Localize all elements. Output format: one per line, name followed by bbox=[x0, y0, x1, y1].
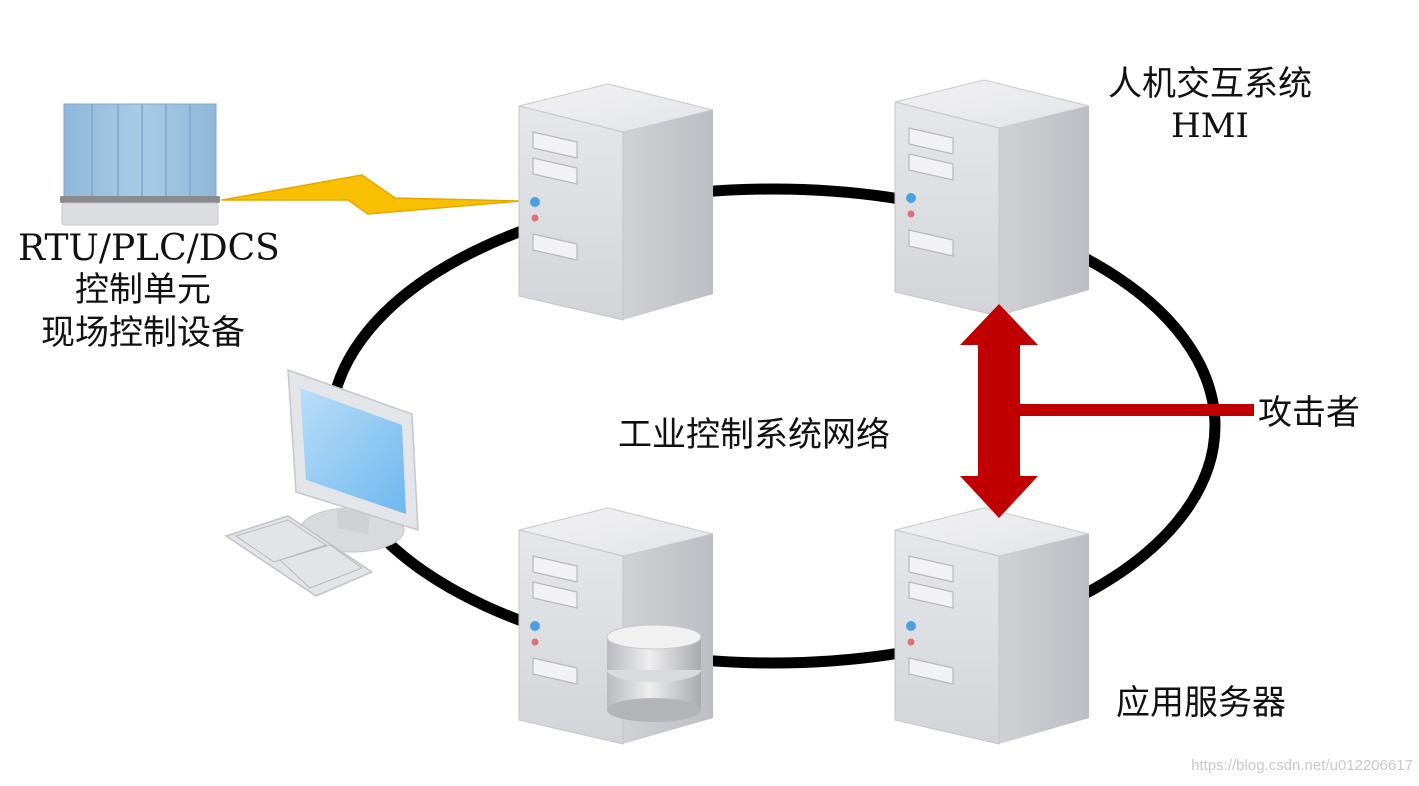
attack-path bbox=[960, 304, 1254, 518]
rtu-label: RTU/PLC/DCS 控制单元 现场控制设备 bbox=[18, 228, 280, 359]
app-server-icon bbox=[894, 507, 1090, 745]
field-controller-icon bbox=[60, 103, 220, 226]
rtu-label-line3: 现场控制设备 bbox=[41, 313, 245, 353]
arrow-down-icon bbox=[960, 476, 1038, 518]
hmi-label-line2: HMI bbox=[1171, 106, 1249, 146]
app-server-label: 应用服务器 bbox=[1116, 683, 1286, 723]
server-icon bbox=[518, 83, 714, 321]
network-label: 工业控制系统网络 bbox=[618, 415, 890, 455]
hmi-server-icon bbox=[894, 79, 1090, 317]
rtu-label-line2: 控制单元 bbox=[75, 270, 211, 310]
hmi-label-line1: 人机交互系统 bbox=[1108, 64, 1312, 104]
lightning-link-icon bbox=[221, 174, 521, 215]
hmi-label: 人机交互系统 HMI bbox=[1092, 67, 1328, 151]
database-icon bbox=[606, 624, 702, 722]
watermark: https://blog.csdn.net/u012206617 bbox=[1191, 757, 1413, 774]
attacker-label: 攻击者 bbox=[1258, 393, 1360, 433]
arrow-up-icon bbox=[960, 304, 1038, 345]
rtu-label-line1: RTU/PLC/DCS bbox=[18, 228, 280, 269]
workstation-icon bbox=[224, 368, 419, 597]
